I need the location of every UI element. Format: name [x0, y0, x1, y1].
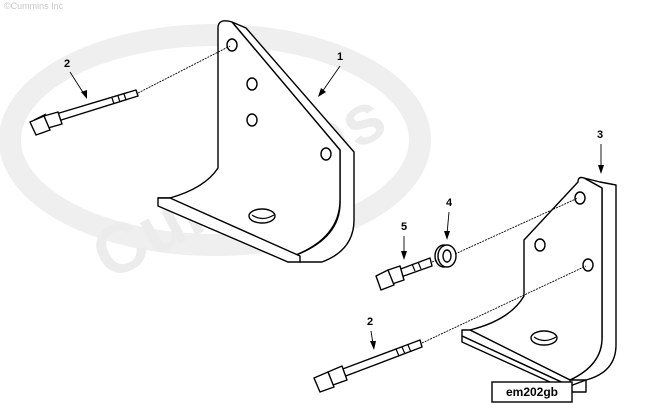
- callout-label-5: 5: [401, 221, 407, 233]
- callout-label-3: 3: [597, 129, 603, 141]
- callout-label-2-upper: 2: [64, 58, 70, 70]
- callout-2-upper: 2: [64, 58, 87, 99]
- capscrew-part-5: [375, 257, 441, 291]
- callout-4: 4: [444, 197, 453, 240]
- figure-reference-text: em202gb: [506, 385, 558, 399]
- callout-3: 3: [597, 129, 604, 174]
- figure-reference-box: [491, 381, 573, 403]
- figure-reference: em202gb: [491, 381, 573, 403]
- callout-2-lower: 2: [367, 316, 376, 350]
- copyright-text: ©Cummins Inc: [4, 1, 64, 11]
- bracket-part-3: [461, 176, 617, 393]
- capscrew-part-2-lower: [313, 265, 587, 393]
- capscrew-part-2-upper: [29, 45, 231, 136]
- washer-part-4: [434, 197, 579, 268]
- callout-label-2-lower: 2: [367, 316, 373, 328]
- callout-5: 5: [401, 221, 407, 260]
- callout-label-1: 1: [337, 51, 343, 63]
- callout-label-4: 4: [446, 197, 453, 209]
- bracket-part-1: [157, 20, 355, 263]
- callout-1: 1: [318, 51, 343, 97]
